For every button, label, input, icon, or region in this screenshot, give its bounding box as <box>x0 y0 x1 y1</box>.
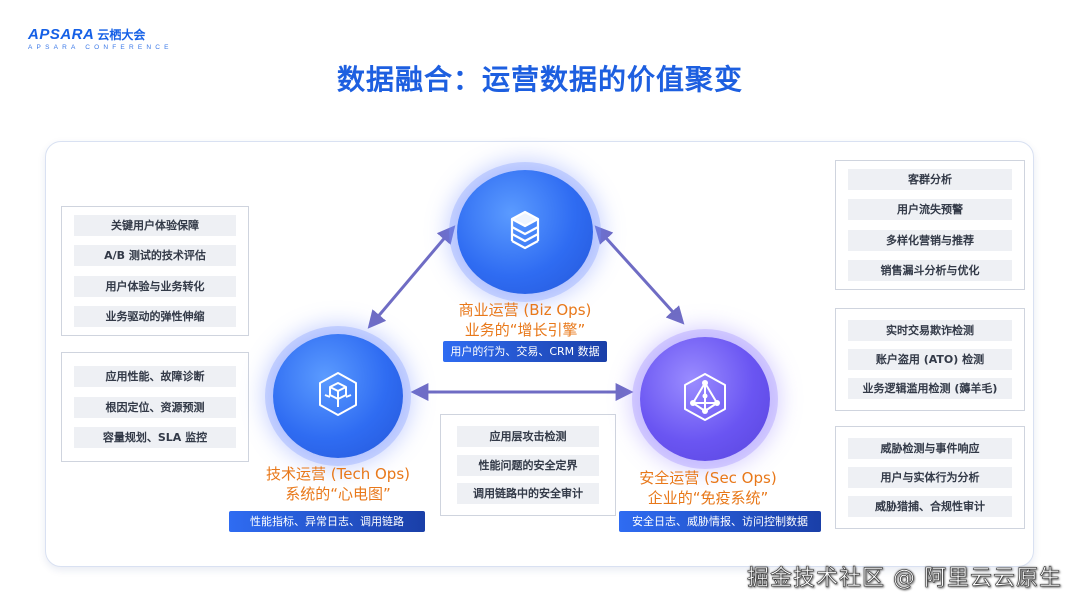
biz-ops-data-tag: 用户的行为、交易、CRM 数据 <box>443 341 607 362</box>
sec-ops-node <box>640 337 770 461</box>
list-item: 用户体验与业务转化 <box>74 275 236 297</box>
list-item: 用户流失预警 <box>848 199 1012 221</box>
sec-ops-title: 安全运营 (Sec Ops) <box>639 469 777 487</box>
left-group-1: 关键用户体验保障 A/B 测试的技术评估 用户体验与业务转化 业务驱动的弹性伸缩 <box>61 206 249 336</box>
list-item: 威胁检测与事件响应 <box>848 438 1012 459</box>
logo-subtitle: APSARA CONFERENCE <box>28 44 173 51</box>
list-item: 销售漏斗分析与优化 <box>848 259 1012 281</box>
list-item: 实时交易欺诈检测 <box>848 320 1012 341</box>
list-item: 根因定位、资源预测 <box>74 396 236 418</box>
center-group: 应用层攻击检测 性能问题的安全定界 调用链路中的安全审计 <box>440 414 616 516</box>
list-item: 容量规划、SLA 监控 <box>74 427 236 448</box>
biz-ops-node <box>457 170 593 294</box>
tech-ops-data-tag: 性能指标、异常日志、调用链路 <box>229 511 425 532</box>
sec-ops-subtitle: 企业的“免疫系统” <box>647 489 769 507</box>
cube-cluster-icon <box>311 367 365 425</box>
list-item: 客群分析 <box>848 169 1012 190</box>
network-hexagon-icon <box>677 369 733 429</box>
tech-ops-node <box>273 334 403 458</box>
tech-ops-label: 技术运营 (Tech Ops) 系统的“心电图” <box>243 464 433 504</box>
sec-ops-label: 安全运营 (Sec Ops) 企业的“免疫系统” <box>613 468 803 508</box>
left-group-2: 应用性能、故障诊断 根因定位、资源预测 容量规划、SLA 监控 <box>61 352 249 462</box>
list-item: 关键用户体验保障 <box>74 215 236 236</box>
list-item: 业务逻辑滥用检测 (薅羊毛) <box>848 378 1012 399</box>
watermark: 掘金技术社区 @ 阿里云云原生 <box>747 566 1062 592</box>
list-item: A/B 测试的技术评估 <box>74 245 236 267</box>
logo-brand: APSARA <box>28 26 95 43</box>
list-item: 调用链路中的安全审计 <box>457 483 599 504</box>
right-group-2: 实时交易欺诈检测 账户盗用 (ATO) 检测 业务逻辑滥用检测 (薅羊毛) <box>835 308 1025 411</box>
list-item: 账户盗用 (ATO) 检测 <box>848 349 1012 370</box>
biz-ops-subtitle: 业务的“增长引擎” <box>464 321 586 339</box>
biz-ops-title: 商业运营 (Biz Ops) <box>458 301 592 319</box>
list-item: 应用层攻击检测 <box>457 426 599 447</box>
list-item: 性能问题的安全定界 <box>457 454 599 476</box>
list-item: 用户与实体行为分析 <box>848 467 1012 488</box>
list-item: 应用性能、故障诊断 <box>74 366 236 387</box>
sec-ops-data-tag: 安全日志、威胁情报、访问控制数据 <box>619 511 821 532</box>
list-item: 业务驱动的弹性伸缩 <box>74 305 236 327</box>
right-group-3: 威胁检测与事件响应 用户与实体行为分析 威胁猎捕、合规性审计 <box>835 426 1025 529</box>
page-title: 数据融合：运营数据的价值聚变 <box>336 63 743 96</box>
stacked-layers-icon <box>498 203 552 261</box>
tech-ops-subtitle: 系统的“心电图” <box>285 485 391 503</box>
biz-ops-label: 商业运营 (Biz Ops) 业务的“增长引擎” <box>430 300 620 340</box>
list-item: 多样化营销与推荐 <box>848 229 1012 251</box>
logo-brand-cn: 云栖大会 <box>97 28 146 42</box>
arrow-biz-sec <box>594 225 685 325</box>
list-item: 威胁猎捕、合规性审计 <box>848 496 1012 517</box>
arrow-biz-tech <box>367 225 456 329</box>
right-group-1: 客群分析 用户流失预警 多样化营销与推荐 销售漏斗分析与优化 <box>835 160 1025 290</box>
tech-ops-title: 技术运营 (Tech Ops) <box>266 465 410 483</box>
